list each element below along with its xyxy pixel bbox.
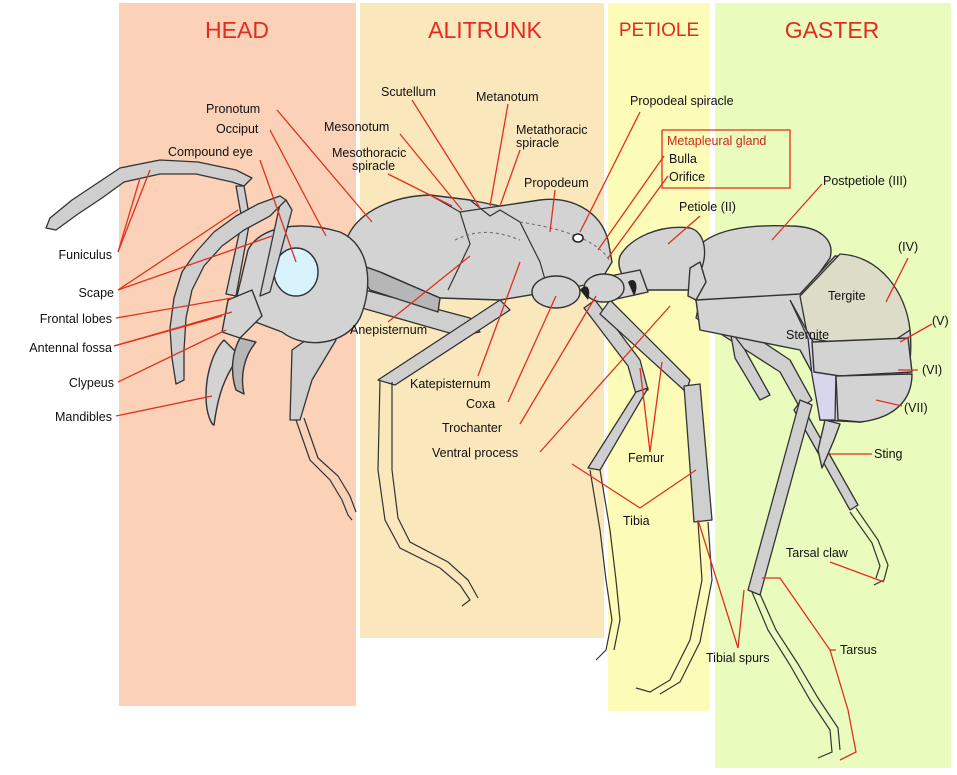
label-segment-iv: (IV): [898, 240, 918, 254]
label-frontal-lobes: Frontal lobes: [40, 312, 112, 326]
label-segment-v: (V): [932, 314, 949, 328]
alitrunk-title: ALITRUNK: [428, 17, 542, 43]
label-mesothoracic-2: spiracle: [352, 159, 395, 173]
label-orifice: Orifice: [669, 170, 705, 184]
label-pronotum: Pronotum: [206, 102, 260, 116]
label-mesothoracic-1: Mesothoracic: [332, 146, 406, 160]
label-tergite: Tergite: [828, 289, 866, 303]
label-scutellum: Scutellum: [381, 85, 436, 99]
label-metapleural-gland: Metapleural gland: [667, 134, 766, 148]
label-coxa: Coxa: [466, 397, 495, 411]
label-occiput: Occiput: [216, 122, 259, 136]
label-tibia: Tibia: [623, 514, 650, 528]
label-ventral-process: Ventral process: [432, 446, 518, 460]
label-trochanter: Trochanter: [442, 421, 502, 435]
label-petiole-ii: Petiole (II): [679, 200, 736, 214]
head-title: HEAD: [205, 17, 269, 43]
label-bulla: Bulla: [669, 152, 697, 166]
label-femur: Femur: [628, 451, 664, 465]
label-compound-eye: Compound eye: [168, 145, 253, 159]
label-anepisternum: Anepisternum: [350, 323, 427, 337]
label-sting: Sting: [874, 447, 903, 461]
label-sternite: Sternite: [786, 328, 829, 342]
label-propodeal-spiracle: Propodeal spiracle: [630, 94, 734, 108]
gaster-title: GASTER: [785, 17, 880, 43]
label-tarsal-claw: Tarsal claw: [786, 546, 849, 560]
label-katepisternum: Katepisternum: [410, 377, 491, 391]
label-segment-vii: (VII): [904, 401, 928, 415]
petiole-title: PETIOLE: [619, 20, 699, 41]
compound-eye-shape: [274, 248, 318, 296]
label-propodeum: Propodeum: [524, 176, 589, 190]
label-scape: Scape: [79, 286, 114, 300]
label-tibial-spurs: Tibial spurs: [706, 651, 769, 665]
label-funiculus: Funiculus: [59, 248, 113, 262]
label-mesonotum: Mesonotum: [324, 120, 389, 134]
label-antennal-fossa: Antennal fossa: [29, 341, 112, 355]
label-metathoracic-1: Metathoracic: [516, 123, 588, 137]
label-mandibles: Mandibles: [55, 410, 112, 424]
label-clypeus: Clypeus: [69, 376, 114, 390]
label-metanotum: Metanotum: [476, 90, 539, 104]
label-segment-vi: (VI): [922, 363, 942, 377]
label-tarsus: Tarsus: [840, 643, 877, 657]
label-postpetiole-iii: Postpetiole (III): [823, 174, 907, 188]
label-metathoracic-2: spiracle: [516, 136, 559, 150]
